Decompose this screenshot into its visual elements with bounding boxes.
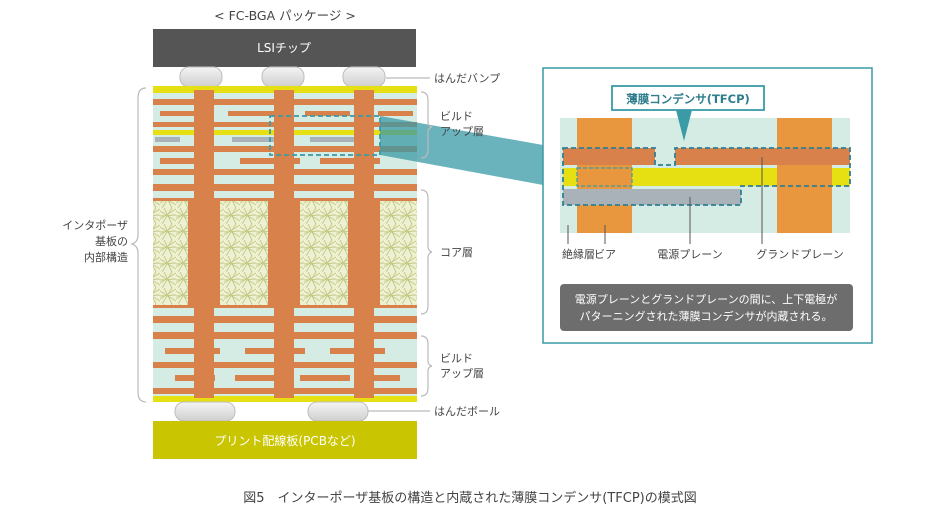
lsi-chip (153, 29, 416, 67)
detail-note-line-1: 電源プレーンとグランドプレーンの間に、上下電極が (575, 292, 838, 306)
power-plane-label: 電源プレーン (657, 247, 722, 261)
via-label: ビア (594, 248, 616, 261)
pcb-label: プリント配線板(PCBなど) (214, 433, 355, 448)
detail-top-electrode-right (675, 148, 850, 165)
left-bracket (130, 87, 147, 403)
solder-bump-label: はんだバンプ (434, 72, 500, 85)
left-label-line-3: 内部構造 (84, 250, 128, 264)
tfcp-label: 薄膜コンデンサ(TFCP) (626, 92, 750, 106)
ground-plane-label: グランドプレーン (756, 247, 843, 261)
buildup-bottom-label-1: ビルド (440, 352, 473, 365)
detail-note-line-2: パターニングされた薄膜コンデンサが内蔵される。 (580, 309, 833, 323)
zoom-connector (380, 116, 543, 185)
interposer-substrate (153, 86, 417, 402)
diagram-title: < FC-BGA パッケージ > (214, 8, 356, 23)
solder-balls (174, 401, 369, 422)
solder-ball-label: はんだボール (434, 405, 500, 418)
core-bracket (420, 189, 433, 315)
figure-caption: 図5 インターポーザ基板の構造と内蔵された薄膜コンデンサ(TFCP)の模式図 (243, 491, 697, 506)
insulation-label: 絶縁層 (562, 247, 595, 261)
left-label-line-2: 基板の (95, 234, 128, 248)
solder-bumps (179, 66, 386, 88)
detail-note-box (560, 284, 853, 331)
detail-panel: 薄膜コンデンサ(TFCP) 絶縁層 ビア 電源プレーン グランドプレーン 電源プ… (542, 67, 873, 344)
pcb-board (153, 421, 417, 459)
buildup-bottom-bracket (420, 335, 433, 397)
detail-ground-plane (563, 189, 741, 205)
detail-top-electrode-left (563, 148, 655, 165)
tfcp-pointer (676, 110, 692, 141)
buildup-top-label-2: アップ層 (440, 125, 484, 138)
left-label-line-1: インタポーザ (62, 219, 128, 232)
lsi-chip-label: LSIチップ (257, 41, 311, 55)
buildup-top-bracket (420, 91, 433, 159)
core-label: コア層 (440, 246, 473, 259)
buildup-top-label-1: ビルド (440, 110, 473, 123)
buildup-bottom-label-2: アップ層 (440, 367, 484, 380)
detail-tfcp-outline (562, 147, 851, 206)
